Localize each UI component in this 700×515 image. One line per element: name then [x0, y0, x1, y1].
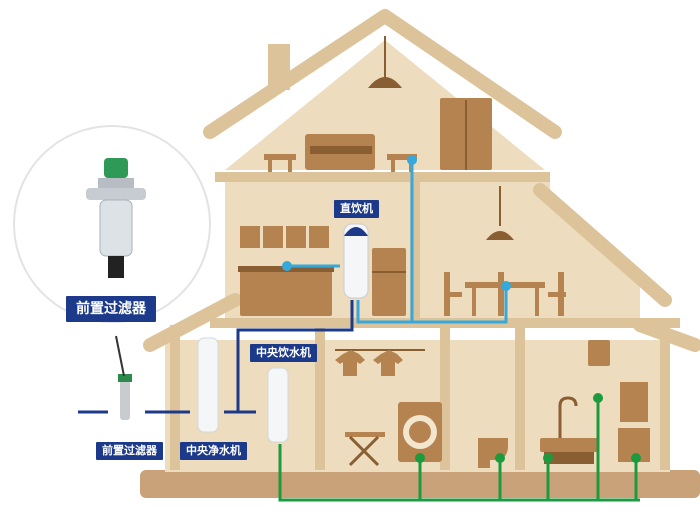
prefilter-device-small [115, 335, 132, 420]
blue-pipes [287, 160, 508, 324]
kitchen [238, 226, 406, 316]
direct-drinking-label: 直饮机 [334, 200, 379, 218]
green-pipes [278, 398, 640, 502]
direct-drinking-unit [343, 223, 369, 299]
prefilter-device-large [86, 158, 146, 278]
green-pipe-nodes [415, 393, 641, 463]
central-purifier-unit [197, 337, 219, 433]
chimney [268, 44, 290, 90]
prefilter-label: 前置过滤器 [96, 442, 163, 460]
direct-drinking-cap [344, 227, 368, 236]
bathroom [478, 340, 650, 468]
blue-pipe-nodes [282, 155, 511, 291]
prefilter-bubble-label: 前置过滤器 [66, 296, 156, 322]
central-purifier-label: 中央净水机 [180, 442, 247, 460]
central-drinking-unit [267, 367, 289, 443]
central-drinking-label: 中央饮水机 [250, 344, 317, 362]
attic-furniture [264, 36, 492, 172]
navy-pipes [78, 300, 354, 414]
laundry [335, 349, 442, 467]
